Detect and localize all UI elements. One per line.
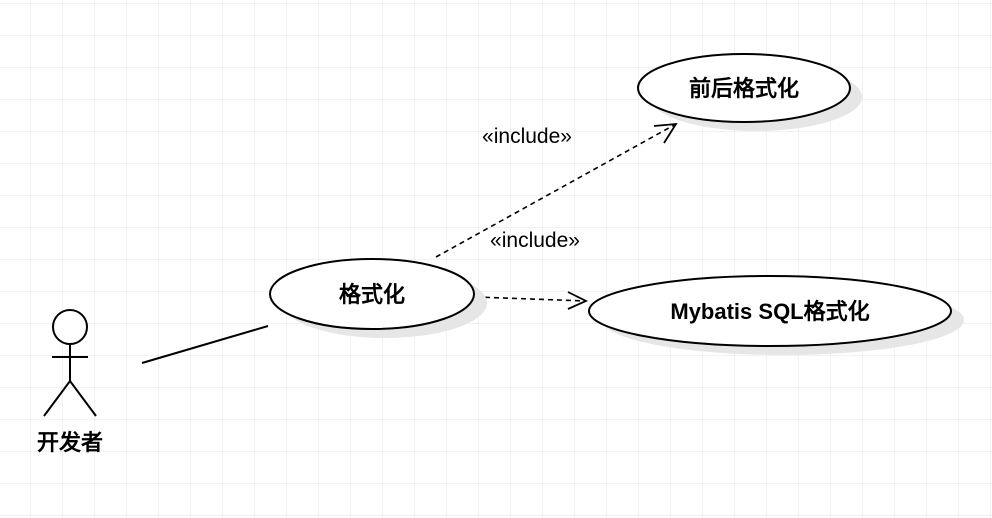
use-case-mybatis-sql-format[interactable]: Mybatis SQL格式化 xyxy=(588,275,964,355)
include-arrowhead xyxy=(653,122,678,144)
use-case-ellipse xyxy=(637,53,851,123)
include-dashed-line xyxy=(435,123,677,258)
actor-left-leg xyxy=(43,380,71,417)
use-case-label: Mybatis SQL格式化 xyxy=(670,299,869,324)
use-case-label: 前后格式化 xyxy=(689,76,799,101)
include-label-top: «include» xyxy=(482,125,572,148)
include-label-bottom: «include» xyxy=(490,229,580,252)
actor-head xyxy=(52,309,88,345)
use-case-front-back-format[interactable]: 前后格式化 xyxy=(637,53,862,131)
actor-right-leg xyxy=(69,380,97,417)
use-case-label: 格式化 xyxy=(339,282,405,307)
include-relation-mybatis[interactable] xyxy=(475,291,589,310)
include-arrowhead xyxy=(567,291,589,310)
include-dashed-line xyxy=(475,296,587,302)
actor-developer[interactable]: 开发者 xyxy=(37,309,103,455)
association-line[interactable] xyxy=(141,325,269,364)
use-case-ellipse xyxy=(588,275,952,347)
include-relation-front-back[interactable] xyxy=(435,122,678,258)
use-case-format[interactable]: 格式化 xyxy=(269,258,487,338)
use-case-ellipse xyxy=(269,258,475,330)
actor-label: 开发者 xyxy=(37,430,103,455)
